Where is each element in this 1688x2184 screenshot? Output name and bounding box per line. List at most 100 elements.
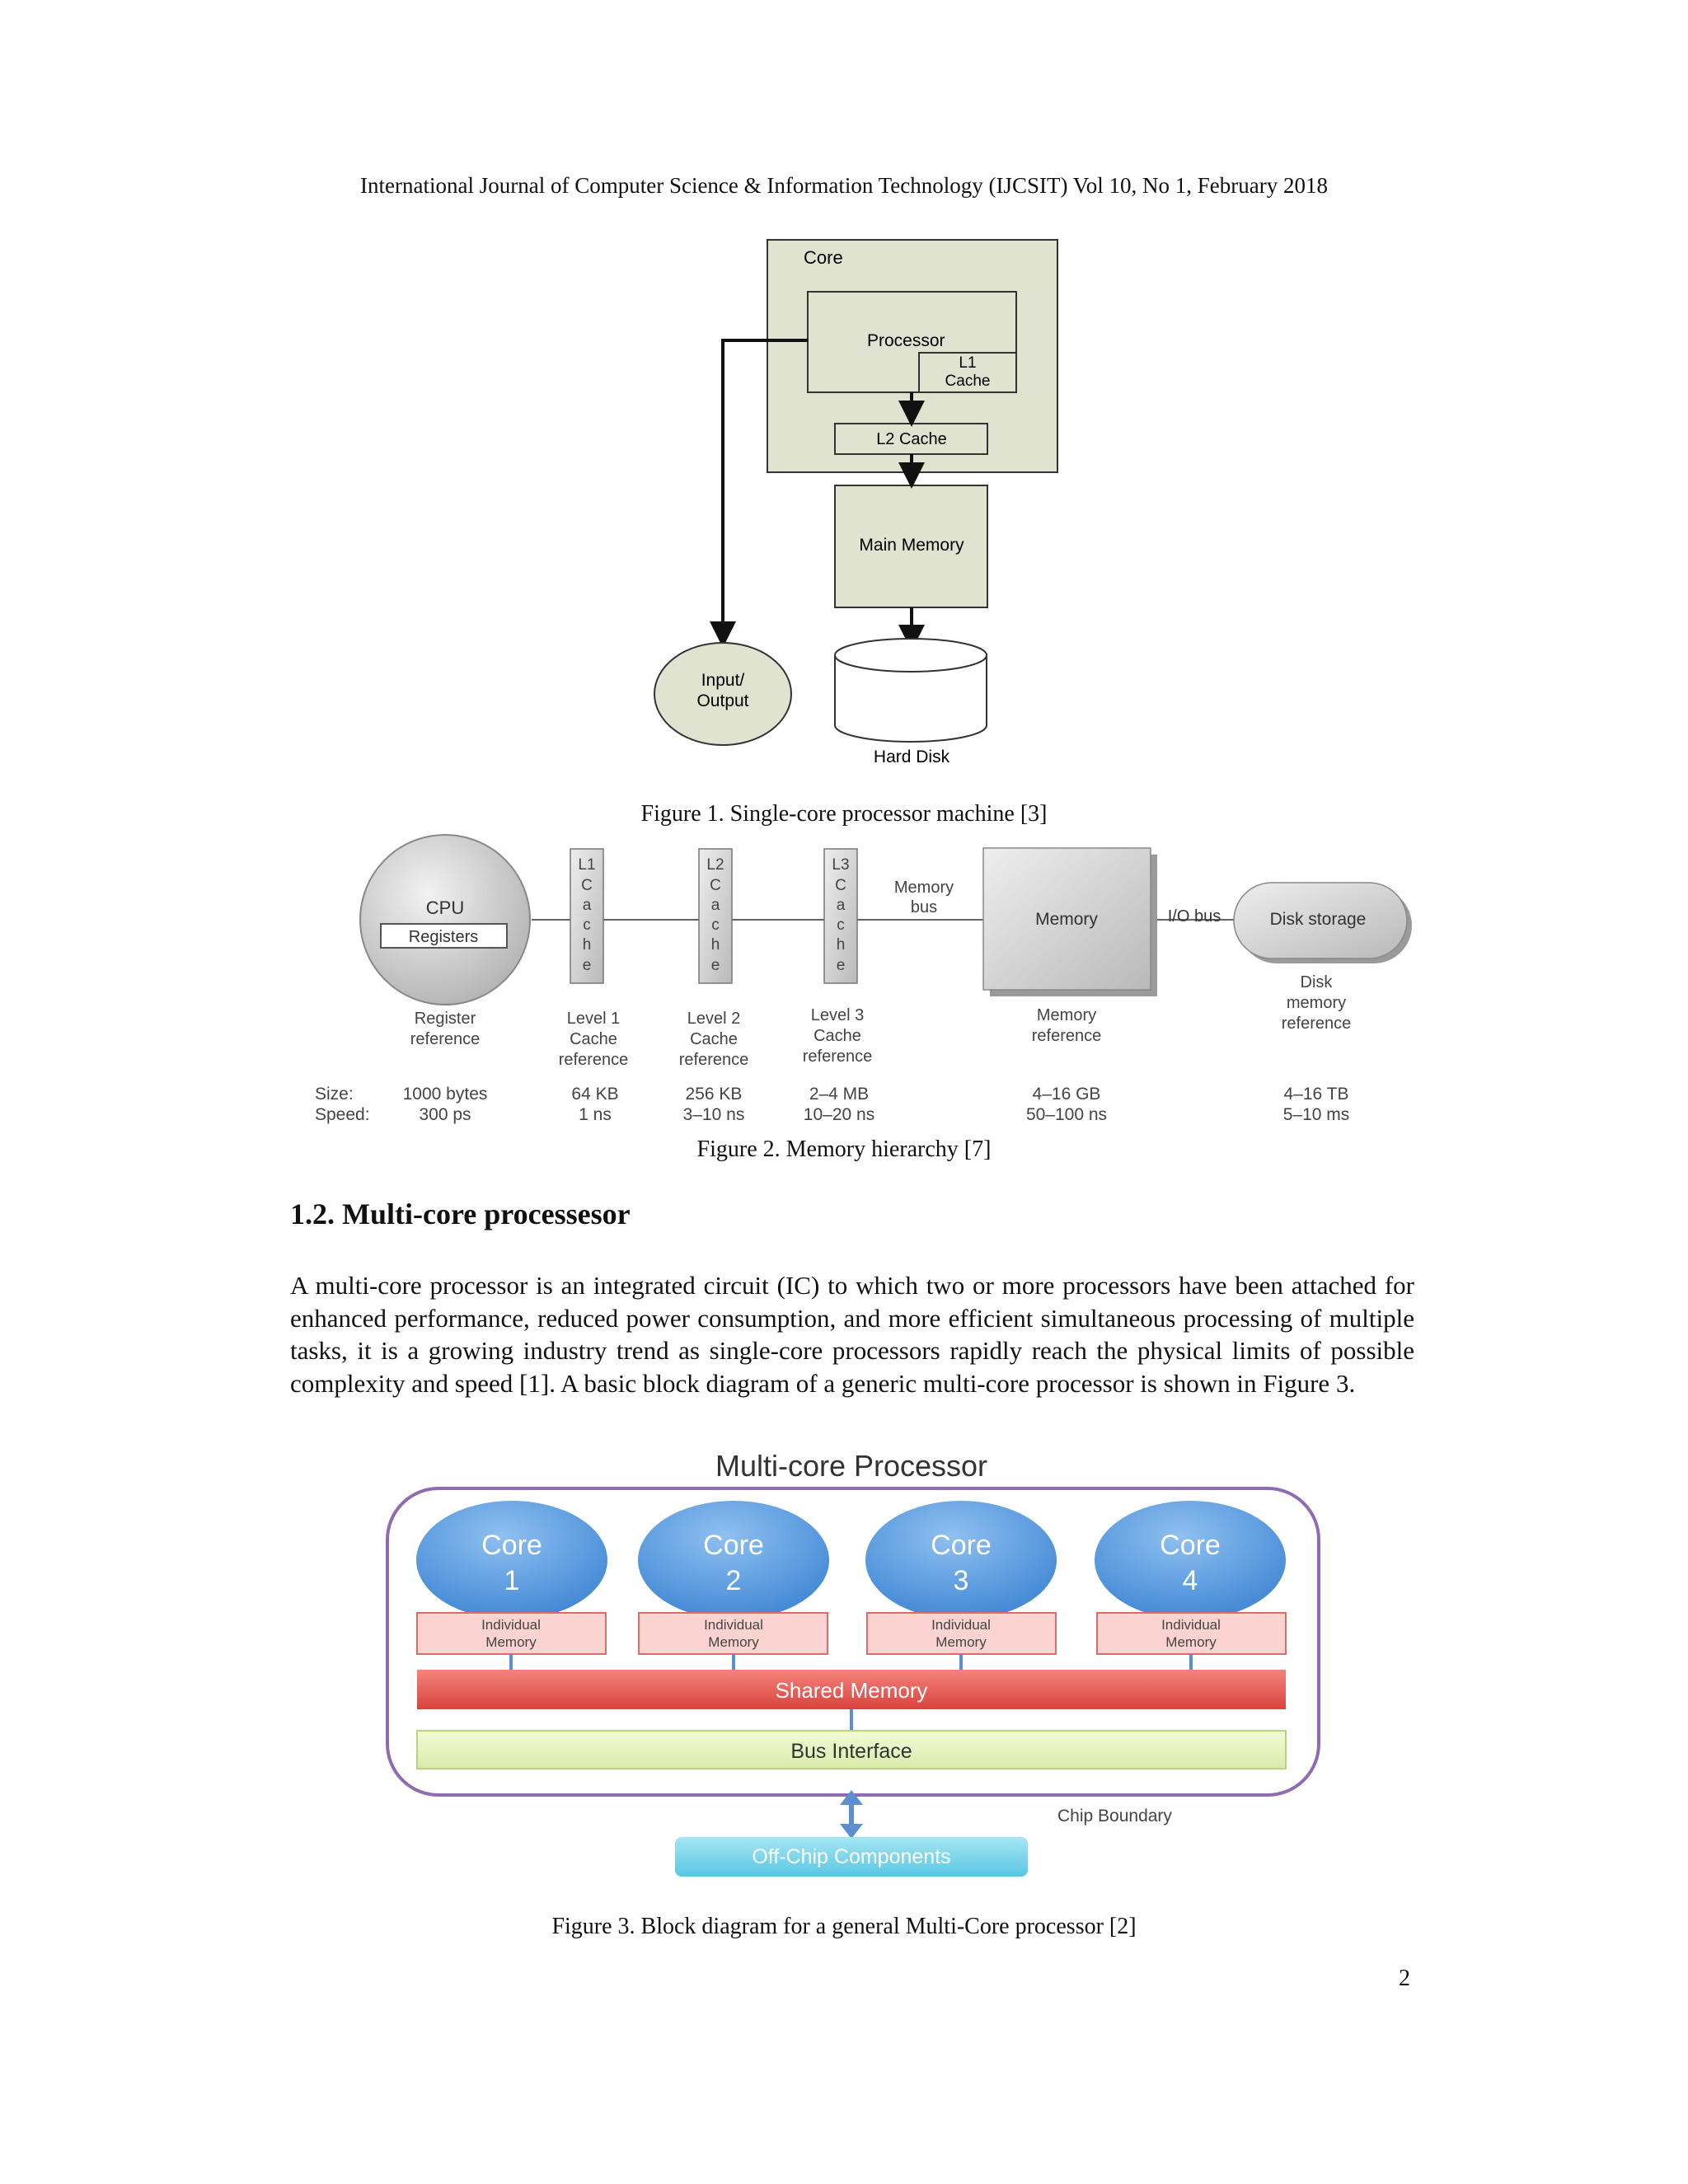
figure2-caption: Figure 2. Memory hierarchy [7] [696, 1137, 992, 1162]
indiv-1-line2: Memory [485, 1634, 537, 1650]
l1-letter-c2: c [583, 916, 591, 934]
hard-disk-cylinder [834, 655, 987, 743]
memory-box [982, 847, 1151, 991]
figure3-diagram: Multi-core Processor Core 1 Core 2 Core … [386, 1449, 1320, 1877]
size-l3: 2–4 MB [809, 1085, 869, 1104]
ref-disk-3: reference [1282, 1015, 1352, 1033]
l2-cache-label: L2 Cache [876, 430, 947, 448]
journal-header: International Journal of Computer Scienc… [360, 173, 1328, 198]
l3-letter-c: C [835, 877, 846, 894]
l2-letter-e: e [711, 957, 720, 974]
individual-memory-1: Individual Memory [416, 1612, 607, 1655]
bus-interface-bar [416, 1730, 1287, 1769]
speed-l1: 1 ns [579, 1105, 612, 1124]
figure3-title: Multi-core Processor [715, 1449, 987, 1483]
figure2-diagram: CPU Registers L1 C a c h e L2 C a c h e … [315, 834, 1412, 1124]
registers-box [380, 923, 508, 949]
size-register: 1000 bytes [403, 1085, 488, 1104]
chip-boundary-label: Chip Boundary [1057, 1807, 1172, 1825]
main-memory-box [834, 485, 988, 608]
body-paragraph: A multi-core processor is an integrated … [290, 1271, 1414, 1398]
figure1-caption: Figure 1. Single-core processor machine … [640, 801, 1048, 827]
ref-memory-2: reference [1032, 1027, 1102, 1045]
l1-letter-e: e [583, 957, 592, 974]
shared-memory-label: Shared Memory [776, 1678, 928, 1703]
memory-bus-label-line2: bus [911, 898, 937, 916]
cpu-circle [359, 834, 531, 1005]
core-3-number: 3 [954, 1565, 969, 1596]
core-label: Core [804, 247, 843, 268]
disk-storage-label: Disk storage [1270, 910, 1367, 929]
speed-l3: 10–20 ns [804, 1105, 874, 1124]
size-label: Size: [315, 1085, 354, 1104]
ref-l2-3: reference [679, 1051, 749, 1069]
arrow-processor-io [710, 339, 808, 648]
size-memory: 4–16 GB [1033, 1085, 1101, 1104]
core-2-label: Core [703, 1530, 764, 1561]
l1-cache-box [918, 352, 1017, 393]
individual-memory-3: Individual Memory [866, 1612, 1057, 1655]
offchip-arrow-down [840, 1824, 863, 1839]
l2-letter-a: a [711, 897, 720, 914]
l3-letter-e: e [837, 957, 846, 974]
speed-l2: 3–10 ns [683, 1105, 745, 1124]
individual-memory-4: Individual Memory [1096, 1612, 1287, 1655]
ref-l3-3: reference [803, 1047, 873, 1066]
off-chip-components-box [675, 1837, 1028, 1877]
core-4-label: Core [1160, 1530, 1221, 1561]
size-l2: 256 KB [686, 1085, 743, 1104]
l3-cache-bar: L3 C a c h e [823, 848, 858, 984]
ref-l1-3: reference [559, 1051, 629, 1069]
hard-disk-label: Hard Disk [874, 748, 950, 766]
speed-memory: 50–100 ns [1026, 1105, 1107, 1124]
offchip-arrow-up [840, 1790, 863, 1805]
l3-letter-c2: c [837, 916, 845, 934]
indiv-3-line2: Memory [935, 1634, 987, 1650]
main-memory-label: Main Memory [859, 536, 964, 555]
indiv-2-line2: Memory [708, 1634, 759, 1650]
core-1-label: Core [481, 1530, 542, 1561]
indiv-2-line1: Individual [704, 1617, 763, 1633]
core-1-number: 1 [504, 1565, 520, 1596]
l1-letter-c: C [581, 877, 593, 894]
processor-label: Processor [867, 331, 945, 350]
l3-letter-a: a [837, 897, 846, 914]
speed-label: Speed: [315, 1105, 370, 1124]
size-disk: 4–16 TB [1283, 1085, 1348, 1104]
indiv-4-line1: Individual [1161, 1617, 1221, 1633]
figure1-diagram: Core Processor L1 Cache L2 Cache Main Me… [654, 239, 1058, 766]
section-heading: 1.2. Multi-core processesor [290, 1197, 631, 1230]
core-1: Core 1 [416, 1501, 607, 1619]
individual-memory-2: Individual Memory [638, 1612, 828, 1655]
l1-label: L1 [959, 354, 976, 372]
core-4: Core 4 [1095, 1501, 1286, 1619]
registers-label: Registers [409, 928, 478, 946]
l1-cache-label: Cache [945, 373, 991, 390]
memory-label: Memory [1035, 910, 1098, 929]
l1-cache-bar: L1 C a c h e [570, 848, 604, 984]
ref-disk-1: Disk [1301, 973, 1334, 991]
ref-l3-2: Cache [814, 1027, 861, 1045]
core-3-label: Core [931, 1530, 992, 1561]
l3-letter-h: h [837, 936, 846, 954]
io-label-line1: Input/ [701, 671, 745, 690]
l2-letter-h: h [711, 936, 720, 954]
size-l1: 64 KB [571, 1085, 618, 1104]
core-2: Core 2 [638, 1501, 829, 1619]
io-label-line2: Output [696, 691, 748, 710]
l2-letter-c2: c [711, 916, 720, 934]
io-ellipse [654, 642, 792, 746]
memory-bus-label-line1: Memory [894, 879, 954, 897]
core-3: Core 3 [865, 1501, 1057, 1619]
ref-register-2: reference [410, 1030, 481, 1048]
l2-bar-label: L2 [706, 856, 724, 874]
ref-l3-1: Level 3 [811, 1006, 865, 1024]
speed-register: 300 ps [419, 1105, 471, 1124]
l1-letter-h: h [583, 936, 592, 954]
l1-bar-label: L1 [578, 856, 595, 874]
figure3-caption: Figure 3. Block diagram for a general Mu… [551, 1914, 1137, 1939]
page-number: 2 [1399, 1966, 1410, 1991]
ref-l2-1: Level 2 [687, 1010, 741, 1028]
ref-register-1: Register [415, 1010, 476, 1028]
l2-letter-c: C [710, 877, 721, 894]
